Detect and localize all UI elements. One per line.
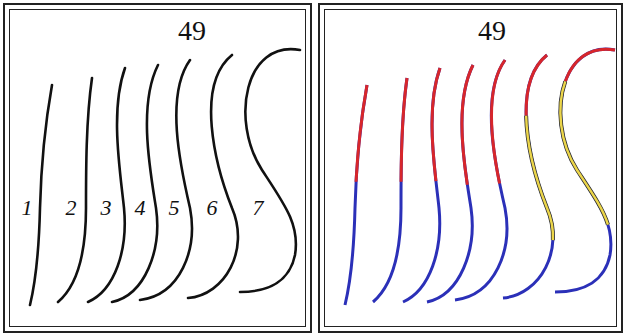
callout-number: 3 bbox=[101, 197, 112, 219]
blue-segment bbox=[345, 85, 367, 305]
curve-line bbox=[30, 85, 52, 305]
yellow-segment bbox=[555, 49, 615, 292]
red-segment bbox=[427, 65, 473, 302]
blue-segment bbox=[455, 60, 507, 300]
callout-number: 6 bbox=[207, 197, 218, 219]
blue-segment bbox=[555, 49, 615, 292]
curve-line bbox=[58, 78, 92, 302]
red-segment bbox=[403, 68, 440, 302]
figure-panel: 49 bbox=[3, 3, 312, 333]
red-segment bbox=[555, 49, 615, 292]
blue-segment bbox=[503, 55, 553, 298]
blue-segment bbox=[427, 65, 473, 302]
curve-line bbox=[88, 68, 125, 302]
callout-number: 1 bbox=[22, 197, 33, 219]
yellow-segment bbox=[503, 55, 553, 298]
curve-line bbox=[240, 49, 300, 292]
blue-segment bbox=[403, 68, 440, 302]
blue-segment bbox=[373, 78, 407, 302]
callout-number: 5 bbox=[169, 197, 180, 219]
yellow-outline bbox=[555, 49, 615, 292]
curve-line bbox=[112, 65, 158, 302]
figure-panel: 49 bbox=[318, 3, 623, 333]
callout-number: 4 bbox=[135, 197, 146, 219]
callout-number: 7 bbox=[253, 197, 264, 219]
red-segment bbox=[503, 55, 553, 298]
figure-number: 49 bbox=[178, 17, 206, 45]
callout-number: 2 bbox=[66, 197, 77, 219]
red-segment bbox=[345, 85, 367, 305]
figure-number: 49 bbox=[478, 17, 506, 45]
red-segment bbox=[373, 78, 407, 302]
yellow-outline bbox=[503, 55, 553, 298]
curve-line bbox=[188, 55, 238, 298]
red-segment bbox=[455, 60, 507, 300]
curve-line bbox=[140, 60, 192, 300]
